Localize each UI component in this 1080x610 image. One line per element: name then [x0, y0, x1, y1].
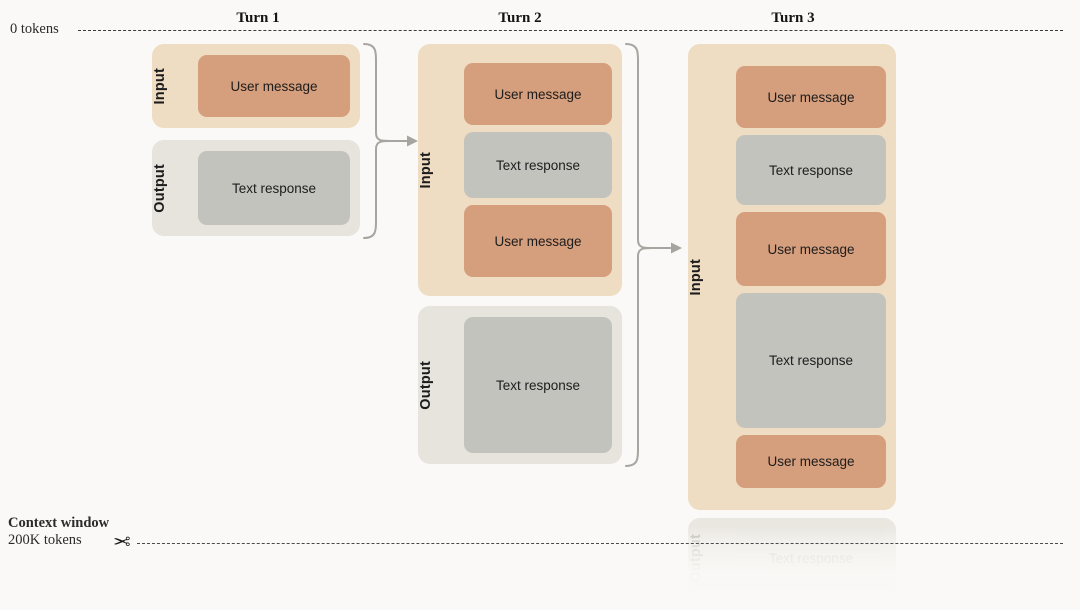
turn-1-input-block: Input User message — [152, 44, 360, 128]
message-user: User message — [736, 435, 886, 488]
turn-2-input-messages: User message Text response User message — [460, 44, 622, 296]
turn-2-output-block: Output Text response — [418, 306, 622, 464]
turn-1-output-messages: Text response — [194, 140, 360, 236]
turn-2-input-label: Input — [418, 151, 434, 189]
context-window-dashed-line — [137, 543, 1063, 544]
message-text-response: Text response — [464, 317, 612, 453]
turn-title-2: Turn 2 — [498, 10, 542, 26]
turn-3-input-block: Input User message Text response User me… — [688, 44, 896, 510]
turn-2-input-block: Input User message Text response User me… — [418, 44, 622, 296]
turn-2-output-label: Output — [418, 360, 434, 410]
zero-tokens-dashed-line — [78, 30, 1063, 31]
turn-1-input-label: Input — [152, 67, 168, 105]
message-user: User message — [198, 55, 350, 117]
message-text-response: Text response — [198, 151, 350, 225]
message-text-response: Text response — [464, 132, 612, 198]
message-user: User message — [736, 66, 886, 128]
connector-turn2-to-turn3 — [625, 43, 682, 467]
turn-3-output-label: Output — [688, 533, 704, 583]
context-window-value: 200K tokens — [8, 532, 82, 548]
turn-title-1: Turn 1 — [236, 10, 280, 26]
turn-3-input-label: Input — [688, 258, 704, 296]
connector-turn1-to-turn2 — [363, 43, 418, 239]
message-user: User message — [464, 63, 612, 125]
turn-3-input-messages: User message Text response User message … — [732, 44, 896, 510]
message-text-response: Text response — [736, 135, 886, 205]
message-text-response: Text response — [736, 527, 886, 589]
zero-tokens-label: 0 tokens — [10, 21, 59, 37]
message-text-response: Text response — [736, 293, 886, 428]
context-window-title: Context window — [8, 515, 110, 531]
turn-1-input-messages: User message — [194, 44, 360, 128]
scissors-icon: ✂ — [113, 531, 131, 554]
turn-3-output-messages: Text response — [732, 518, 896, 598]
turn-1-output-block: Output Text response — [152, 140, 360, 236]
turn-1-output-label: Output — [152, 163, 168, 213]
turn-title-3: Turn 3 — [771, 10, 815, 26]
turn-3-output-block: Output Text response — [688, 518, 896, 598]
message-user: User message — [736, 212, 886, 286]
turn-2-output-messages: Text response — [460, 306, 622, 464]
message-user: User message — [464, 205, 612, 277]
